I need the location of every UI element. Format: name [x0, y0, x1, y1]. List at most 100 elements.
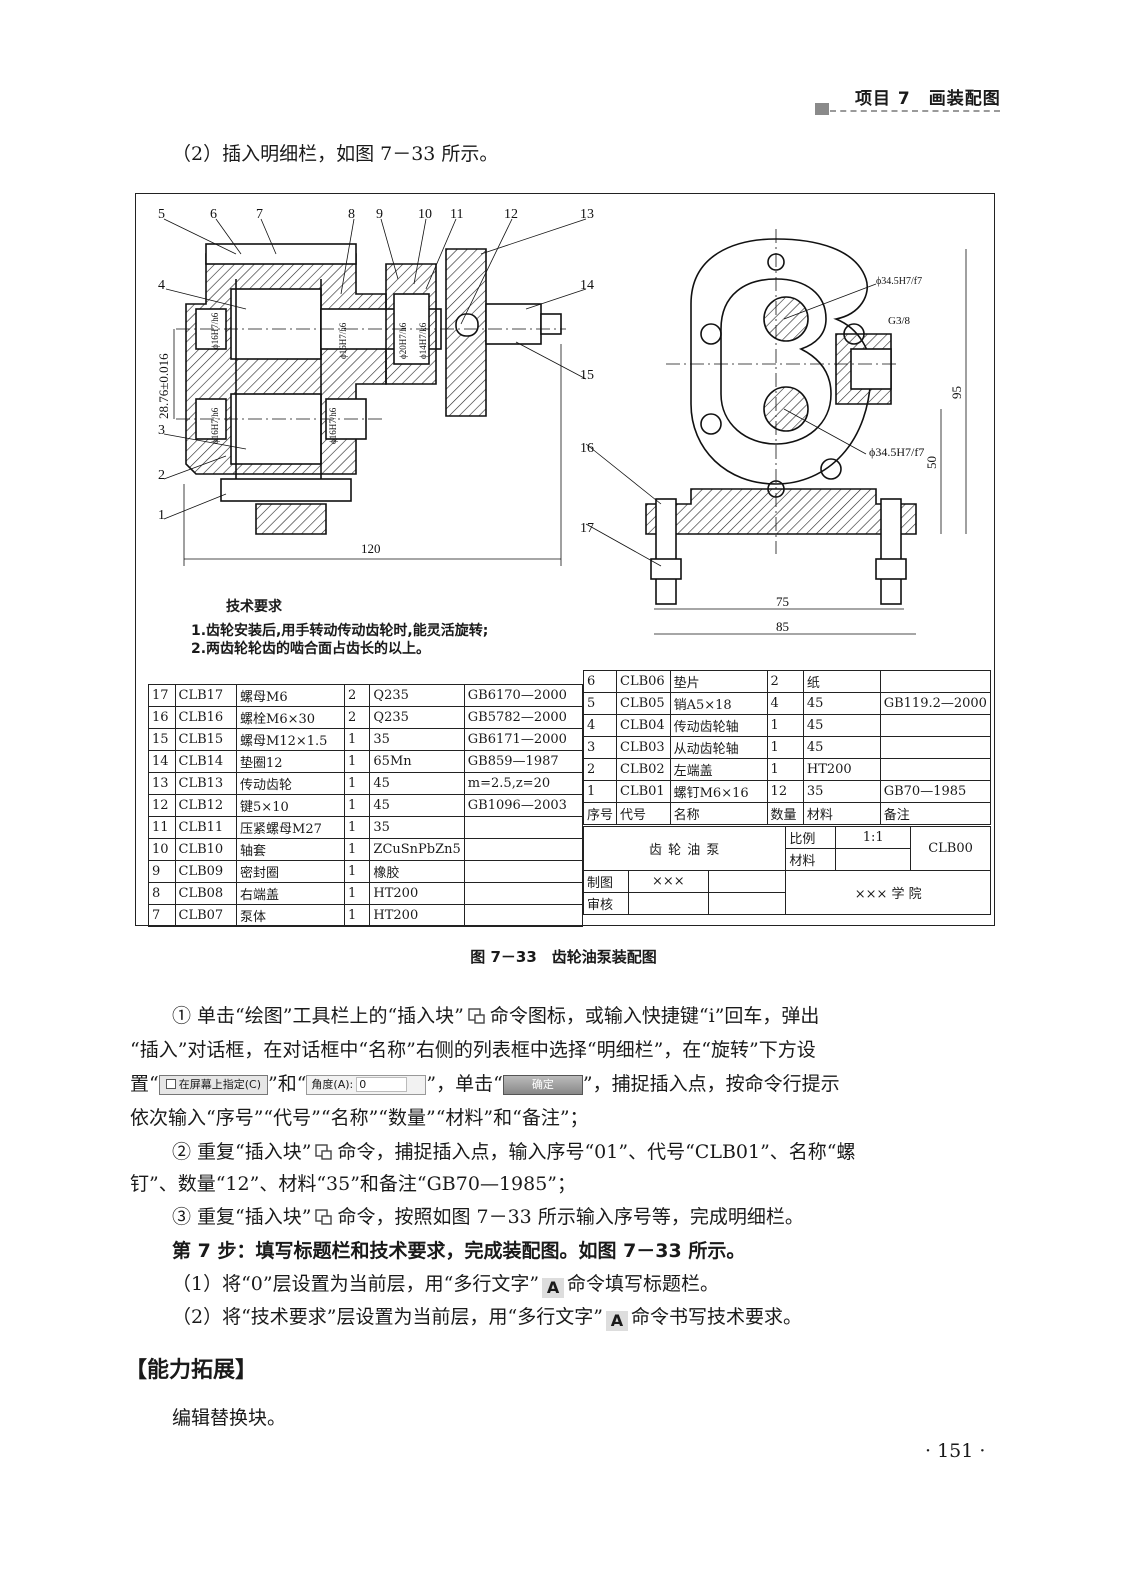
- bom-cell: CLB09: [174, 860, 238, 883]
- bom-cell: CLB12: [174, 794, 238, 817]
- bom-cell: 2: [343, 706, 371, 729]
- bom-cell: GB119.2—2000: [879, 692, 992, 715]
- bom-cell: HT200: [369, 882, 465, 905]
- page-number: · 151 ·: [925, 1440, 986, 1462]
- bom-cell: [879, 714, 992, 737]
- bom-cell: 1: [343, 882, 371, 905]
- bom-cell: 45: [802, 736, 881, 759]
- dim-phi16-a: ϕ16H7/h6: [210, 312, 220, 349]
- part-label: 7: [256, 207, 263, 222]
- intro-text: （2）插入明细栏，如图 7－33 所示。: [172, 143, 499, 165]
- part-label: 11: [450, 207, 463, 222]
- school-name: ××× 学 院: [785, 870, 991, 915]
- bom-cell: 2: [582, 758, 618, 781]
- bom-cell: 45: [369, 772, 465, 795]
- bom-cell: 10: [148, 838, 176, 861]
- drawn-date: [707, 870, 787, 893]
- bom-header-row: 序号代号名称数量材料备注: [582, 802, 992, 825]
- bom-cell: CLB13: [174, 772, 238, 795]
- bom-cell: 65Mn: [369, 750, 465, 773]
- figure-caption: 图 7－33 齿轮油泵装配图: [470, 948, 657, 966]
- step-3-line-1: ③ 重复“插入块” 命令，按照如图 7－33 所示输入序号等，完成明细栏。: [172, 1201, 804, 1233]
- dim-phi20: ϕ20H7/h6: [398, 322, 408, 359]
- checked-label: 审核: [583, 892, 629, 915]
- scale-value: 1:1: [835, 826, 912, 849]
- step-7-item-1-b: 命令填写标题栏。: [567, 1273, 720, 1295]
- bom-cell: 1: [343, 750, 371, 773]
- step-1-text-f: ”，捕捉插入点，按命令行提示: [582, 1073, 840, 1095]
- bom-cell: 45: [369, 794, 465, 817]
- bom-cell: 5: [582, 692, 618, 715]
- drawn-value: ×××: [627, 870, 709, 893]
- bom-cell: [463, 838, 584, 861]
- tech-requirement-1: 1.齿轮安装后,用手转动传动齿轮时,能灵活旋转;: [191, 623, 489, 639]
- bom-cell: CLB10: [174, 838, 238, 861]
- checkbox-square: [165, 1079, 176, 1089]
- step-3-text-b: 命令，按照如图 7－33 所示输入序号等，完成明细栏。: [337, 1206, 804, 1228]
- bom-header-cell: 序号: [582, 802, 618, 825]
- bom-cell: 垫圈12: [236, 750, 345, 773]
- bom-cell: [463, 816, 584, 839]
- dim-phi34-5-b: ϕ34.5H7/f7: [869, 445, 924, 459]
- bom-cell: 1: [343, 728, 371, 751]
- bom-cell: CLB06: [616, 670, 671, 693]
- bom-cell: 1: [343, 816, 371, 839]
- dim-phi16-b: ϕ16H7/h6: [210, 407, 220, 444]
- part-label: 2: [158, 468, 165, 483]
- step-2-line-2: 钉”、数量“12”、材料“35”和备注“GB70—1985”；: [130, 1173, 577, 1195]
- bom-cell: 轴套: [236, 838, 345, 861]
- assembly-drawing: 5 6 7 8 9 10 11 12 13 4 14 15 3 2 1 16 1…: [135, 193, 995, 927]
- bom-header-cell: 代号: [616, 802, 671, 825]
- bom-cell: 橡胶: [369, 860, 465, 883]
- bom-cell: 密封圈: [236, 860, 345, 883]
- section-text: 编辑替换块。: [172, 1407, 287, 1429]
- part-label: 1: [158, 508, 165, 523]
- bom-cell: CLB03: [616, 736, 671, 759]
- bom-cell: 螺栓M6×30: [236, 706, 345, 729]
- bom-cell: [463, 904, 584, 927]
- bom-cell: 1: [766, 736, 804, 759]
- step-7-item-2-b: 命令书写技术要求。: [630, 1306, 802, 1328]
- multiline-text-icon: A: [605, 1311, 628, 1331]
- bom-cell: 螺母M6: [236, 684, 345, 707]
- bom-cell: 17: [148, 684, 176, 707]
- bom-cell: 从动齿轮轴: [669, 736, 768, 759]
- step-3-text-a: ③ 重复“插入块”: [172, 1206, 312, 1228]
- step-7-heading: 第 7 步：填写标题栏和技术要求，完成装配图。如图 7－33 所示。: [172, 1240, 746, 1262]
- bom-cell: 1: [343, 794, 371, 817]
- step-1-text-c: 置“: [130, 1073, 159, 1095]
- dim-120: 120: [361, 541, 381, 556]
- bom-cell: GB1096—2003: [463, 794, 584, 817]
- checked-value: [627, 892, 709, 915]
- step-7-item-1-a: （1）将“0”层设置为当前层，用“多行文字”: [172, 1273, 540, 1295]
- bom-cell: 7: [148, 904, 176, 927]
- running-header: 项目 7 画装配图: [855, 89, 1001, 109]
- drawing-code: CLB00: [910, 826, 991, 871]
- dim-95: 95: [949, 386, 964, 399]
- bom-cell: CLB11: [174, 816, 238, 839]
- bom-cell: CLB16: [174, 706, 238, 729]
- bom-cell: 传动齿轮: [236, 772, 345, 795]
- bom-cell: [463, 882, 584, 905]
- bom-cell: 8: [148, 882, 176, 905]
- bom-cell: 9: [148, 860, 176, 883]
- dim-85: 85: [776, 619, 789, 634]
- part-label: 14: [580, 278, 594, 293]
- bom-cell: 4: [582, 714, 618, 737]
- bom-cell: 35: [369, 816, 465, 839]
- bom-cell: 泵体: [236, 904, 345, 927]
- tech-requirement-2: 2.两齿轮轮齿的啮合面占齿长的以上。: [191, 641, 431, 657]
- step-1-line-3: 置“在屏幕上指定(C)”和“角度(A):0”，单击“确定”，捕捉插入点，按命令行…: [130, 1068, 840, 1100]
- angle-label: 角度(A):: [311, 1078, 354, 1091]
- part-labels: 5 6 7 8 9 10 11 12 13 4 14 15 3 2 1 16 1…: [158, 207, 594, 536]
- bom-cell: 14: [148, 750, 176, 773]
- bom-cell: CLB14: [174, 750, 238, 773]
- drawn-label: 制图: [583, 870, 629, 893]
- drawing-svg: 5 6 7 8 9 10 11 12 13 4 14 15 3 2 1 16 1…: [156, 207, 967, 635]
